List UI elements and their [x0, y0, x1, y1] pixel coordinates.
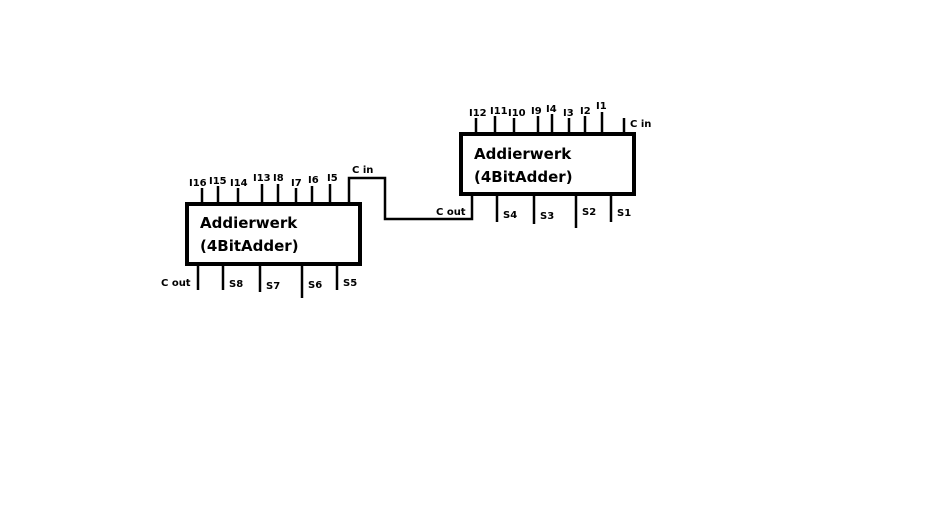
- label-input-i13: I13: [253, 173, 271, 184]
- label-output-s1: S1: [617, 208, 631, 219]
- label-output-s8: S8: [229, 279, 243, 290]
- label-input-i8: I8: [273, 173, 284, 184]
- label-output-s3: S3: [540, 211, 554, 222]
- adder-box: [459, 132, 636, 196]
- label-input-i10: I10: [508, 108, 526, 119]
- label-input-i5: I5: [327, 173, 338, 184]
- label-input-i15: I15: [209, 176, 227, 187]
- label-carry-out: C out: [161, 278, 191, 289]
- label-input-i11: I11: [490, 106, 508, 117]
- label-input-i16: I16: [189, 178, 207, 189]
- label-input-i6: I6: [308, 175, 319, 186]
- label-carry-in: C in: [352, 165, 373, 176]
- adder-subtitle: (4BitAdder): [474, 168, 573, 186]
- adder-box: [185, 202, 362, 266]
- label-input-i9: I9: [531, 106, 542, 117]
- label-input-i14: I14: [230, 178, 248, 189]
- label-output-s6: S6: [308, 280, 322, 291]
- label-carry-out: C out: [436, 207, 466, 218]
- label-input-i12: I12: [469, 108, 487, 119]
- adder-title: Addierwerk: [474, 145, 572, 163]
- carry-wire: [347, 176, 474, 221]
- label-input-i1: I1: [596, 101, 607, 112]
- label-carry-in: C in: [630, 119, 651, 130]
- adder-left: Addierwerk (4BitAdder) I16 I15 I14 I13 I…: [161, 165, 373, 298]
- label-output-s5: S5: [343, 278, 357, 289]
- adder-subtitle: (4BitAdder): [200, 237, 299, 255]
- adder-title: Addierwerk: [200, 214, 298, 232]
- label-input-i4: I4: [546, 104, 557, 115]
- label-input-i3: I3: [563, 108, 574, 119]
- adder-right: Addierwerk (4BitAdder) I12 I11 I10 I9 I4…: [436, 101, 651, 228]
- label-input-i2: I2: [580, 106, 591, 117]
- label-output-s4: S4: [503, 210, 517, 221]
- label-output-s7: S7: [266, 281, 280, 292]
- label-input-i7: I7: [291, 178, 302, 189]
- label-output-s2: S2: [582, 207, 596, 218]
